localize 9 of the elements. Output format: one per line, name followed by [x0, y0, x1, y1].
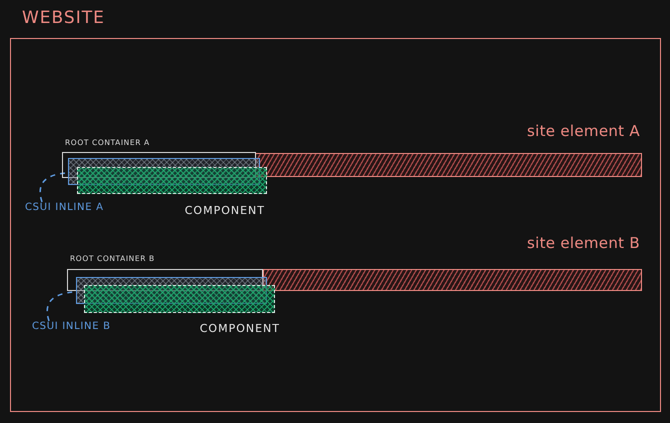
bar-label: site element A	[527, 124, 640, 139]
callout-label: CSUI INLINE B	[32, 322, 111, 332]
bar-label: site element B	[527, 236, 640, 251]
crosshatched-box	[68, 158, 260, 185]
box-label: COMPONENT	[200, 323, 280, 334]
box-label: COMPONENT	[184, 205, 265, 216]
crosshatched-box	[76, 277, 267, 304]
frame-title: WEBSITE	[22, 10, 105, 27]
callout-label: CSUI INLINE A	[25, 203, 104, 213]
